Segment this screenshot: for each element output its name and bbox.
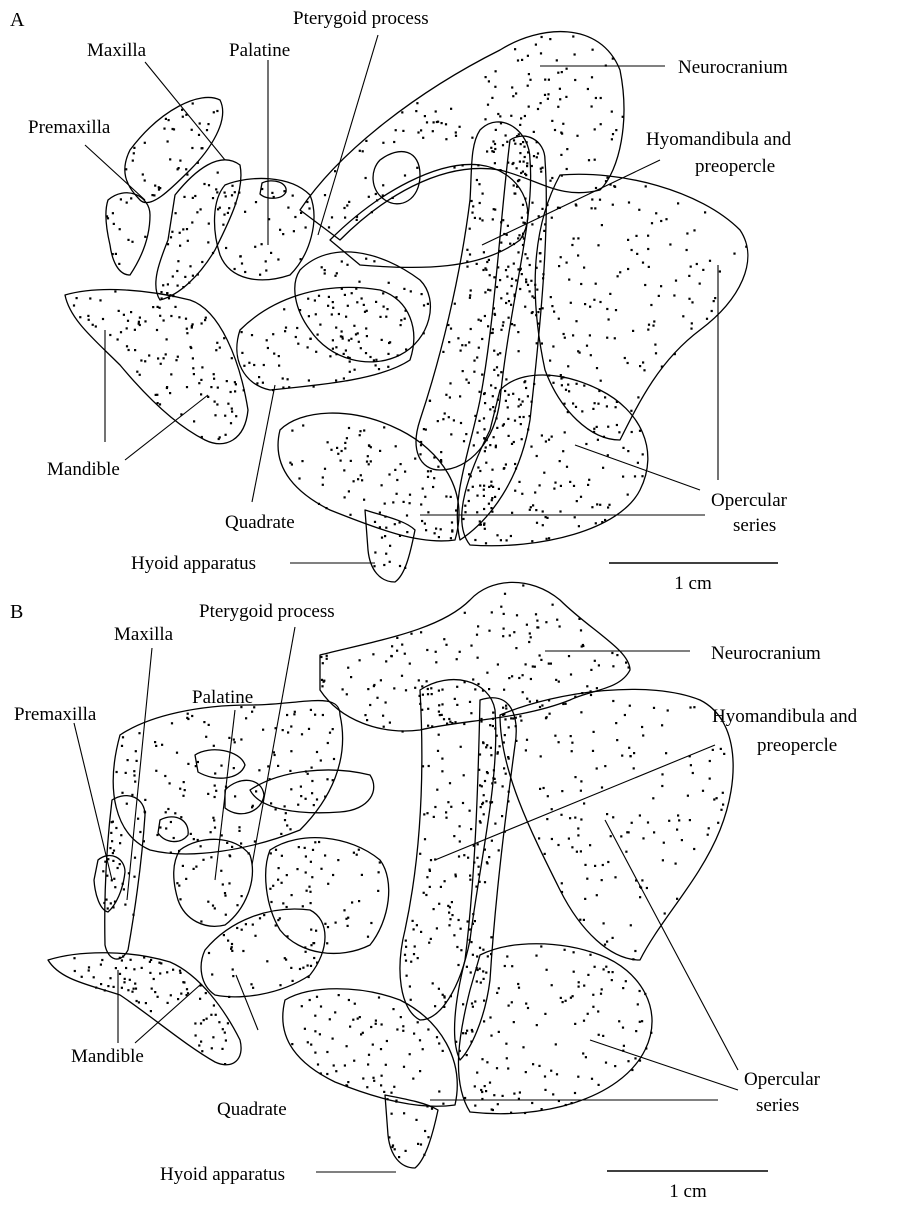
panel-b-skull-outlines bbox=[48, 582, 733, 1168]
panel-b-leader-lines bbox=[74, 627, 738, 1172]
panel-b-preopercle-bone bbox=[455, 698, 517, 1060]
panel-a-maxilla-bone-stipple bbox=[160, 172, 236, 298]
panel-a-subopercle-bone bbox=[462, 375, 648, 546]
panel-b-subopercle-bone bbox=[458, 944, 652, 1114]
panel-b-interopercle-bone-stipple bbox=[291, 994, 444, 1108]
panel-b-label-hyomandibula-line2: preopercle bbox=[757, 735, 837, 756]
panel-a-interopercle-bone bbox=[278, 413, 459, 541]
panel-a-subopercle-bone-stipple bbox=[464, 377, 643, 544]
panel-b-pterygoid-bone bbox=[266, 838, 389, 954]
panel-a-pterygoid-bone bbox=[295, 252, 431, 362]
panel-b-label-premaxilla: Premaxilla bbox=[14, 704, 97, 725]
panel-b-label-maxilla: Maxilla bbox=[114, 624, 174, 645]
panel-a-interopercle-bone-stipple bbox=[289, 424, 457, 539]
panel-a-label-premaxilla: Premaxilla bbox=[28, 117, 111, 138]
panel-a-quadrate-bone-stipple bbox=[241, 288, 406, 392]
panel-b: B bbox=[10, 582, 858, 1202]
panel-b-label-mandible: Mandible bbox=[71, 1046, 144, 1067]
panel-a-palatine-bone-stipple bbox=[219, 185, 309, 276]
panel-a-skull-outlines bbox=[65, 32, 748, 582]
panel-a-label-quadrate: Quadrate bbox=[225, 512, 295, 533]
panel-a-scale-bar: 1 cm bbox=[609, 563, 778, 594]
panel-a-label-hyoid-apparatus: Hyoid apparatus bbox=[131, 553, 256, 574]
panel-b-scale-label: 1 cm bbox=[669, 1181, 707, 1202]
panel-b-label-palatine: Palatine bbox=[192, 687, 253, 708]
panel-a-leader-lines bbox=[85, 35, 718, 563]
panel-a-label-neurocranium: Neurocranium bbox=[678, 57, 788, 78]
panel-b-quadrate-bone-stipple bbox=[208, 914, 318, 998]
panel-b-neurocranium-bone bbox=[320, 582, 630, 731]
panel-b-quadrate-bone bbox=[201, 909, 325, 997]
panel-a-opercle-bone bbox=[535, 174, 748, 440]
panel-a-upper-jaw-bone-stipple bbox=[125, 102, 218, 196]
panel-a-letter: A bbox=[10, 9, 25, 31]
panel-b-label-neurocranium: Neurocranium bbox=[711, 643, 821, 664]
panel-b-label-opercular-line1: Opercular bbox=[744, 1069, 821, 1090]
panel-b-label-pterygoid-process: Pterygoid process bbox=[199, 601, 335, 622]
panel-a-label-palatine: Palatine bbox=[229, 40, 290, 61]
panel-b-opercle-bone-stipple bbox=[504, 694, 725, 961]
panel-b-label-opercular-line2: series bbox=[756, 1095, 799, 1116]
panel-b-hyoid-bone bbox=[385, 1095, 438, 1168]
panel-a-opercle-bone-stipple bbox=[539, 177, 748, 430]
panel-b-label-hyoid-apparatus: Hyoid apparatus bbox=[160, 1164, 285, 1185]
panel-a-mandible-bone bbox=[65, 290, 248, 444]
panel-a: A bbox=[10, 8, 792, 594]
panel-a-label-pterygoid-process: Pterygoid process bbox=[293, 8, 429, 29]
panel-a-upper-jaw-bone bbox=[125, 97, 223, 202]
panel-b-letter: B bbox=[10, 601, 23, 623]
panel-a-neurocranium-bone bbox=[300, 32, 624, 240]
panel-a-label-mandible: Mandible bbox=[47, 459, 120, 480]
panel-b-orbit-1 bbox=[195, 750, 245, 778]
panel-b-label-hyomandibula-line1: Hyomandibula and bbox=[712, 706, 858, 727]
panel-a-palatine-bone bbox=[215, 178, 314, 279]
panel-b-subopercle-bone-stipple bbox=[464, 945, 652, 1114]
panel-a-scale-label: 1 cm bbox=[674, 573, 712, 594]
panel-a-label-maxilla: Maxilla bbox=[87, 40, 147, 61]
panel-a-label-hyomandibula-line2: preopercle bbox=[695, 156, 775, 177]
panel-a-label-opercular-line1: Opercular bbox=[711, 490, 788, 511]
panel-b-cranium-roof-bone-stipple bbox=[116, 706, 336, 854]
panel-a-label-hyomandibula-line1: Hyomandibula and bbox=[646, 129, 792, 150]
panel-b-labels: Pterygoid process Maxilla Palatine Prema… bbox=[14, 601, 858, 1185]
panel-a-quadrate-bone bbox=[237, 287, 414, 390]
panel-a-label-opercular-line2: series bbox=[733, 515, 776, 536]
panel-a-preopercle-bone-stipple bbox=[462, 139, 548, 525]
panel-a-maxilla-bone bbox=[156, 160, 241, 300]
panel-b-interopercle-bone bbox=[283, 989, 457, 1107]
panel-a-mandible-bone-stipple bbox=[73, 290, 245, 440]
panel-a-premaxilla-bone bbox=[106, 193, 150, 275]
panel-a-orbit bbox=[373, 152, 420, 204]
panel-b-neurocranium-bone-stipple bbox=[320, 584, 629, 732]
panel-b-opercle-bone bbox=[500, 689, 733, 960]
panel-b-label-quadrate: Quadrate bbox=[217, 1099, 287, 1120]
panel-b-scale-bar: 1 cm bbox=[607, 1171, 768, 1202]
panel-a-palatine-foramen bbox=[260, 181, 286, 198]
